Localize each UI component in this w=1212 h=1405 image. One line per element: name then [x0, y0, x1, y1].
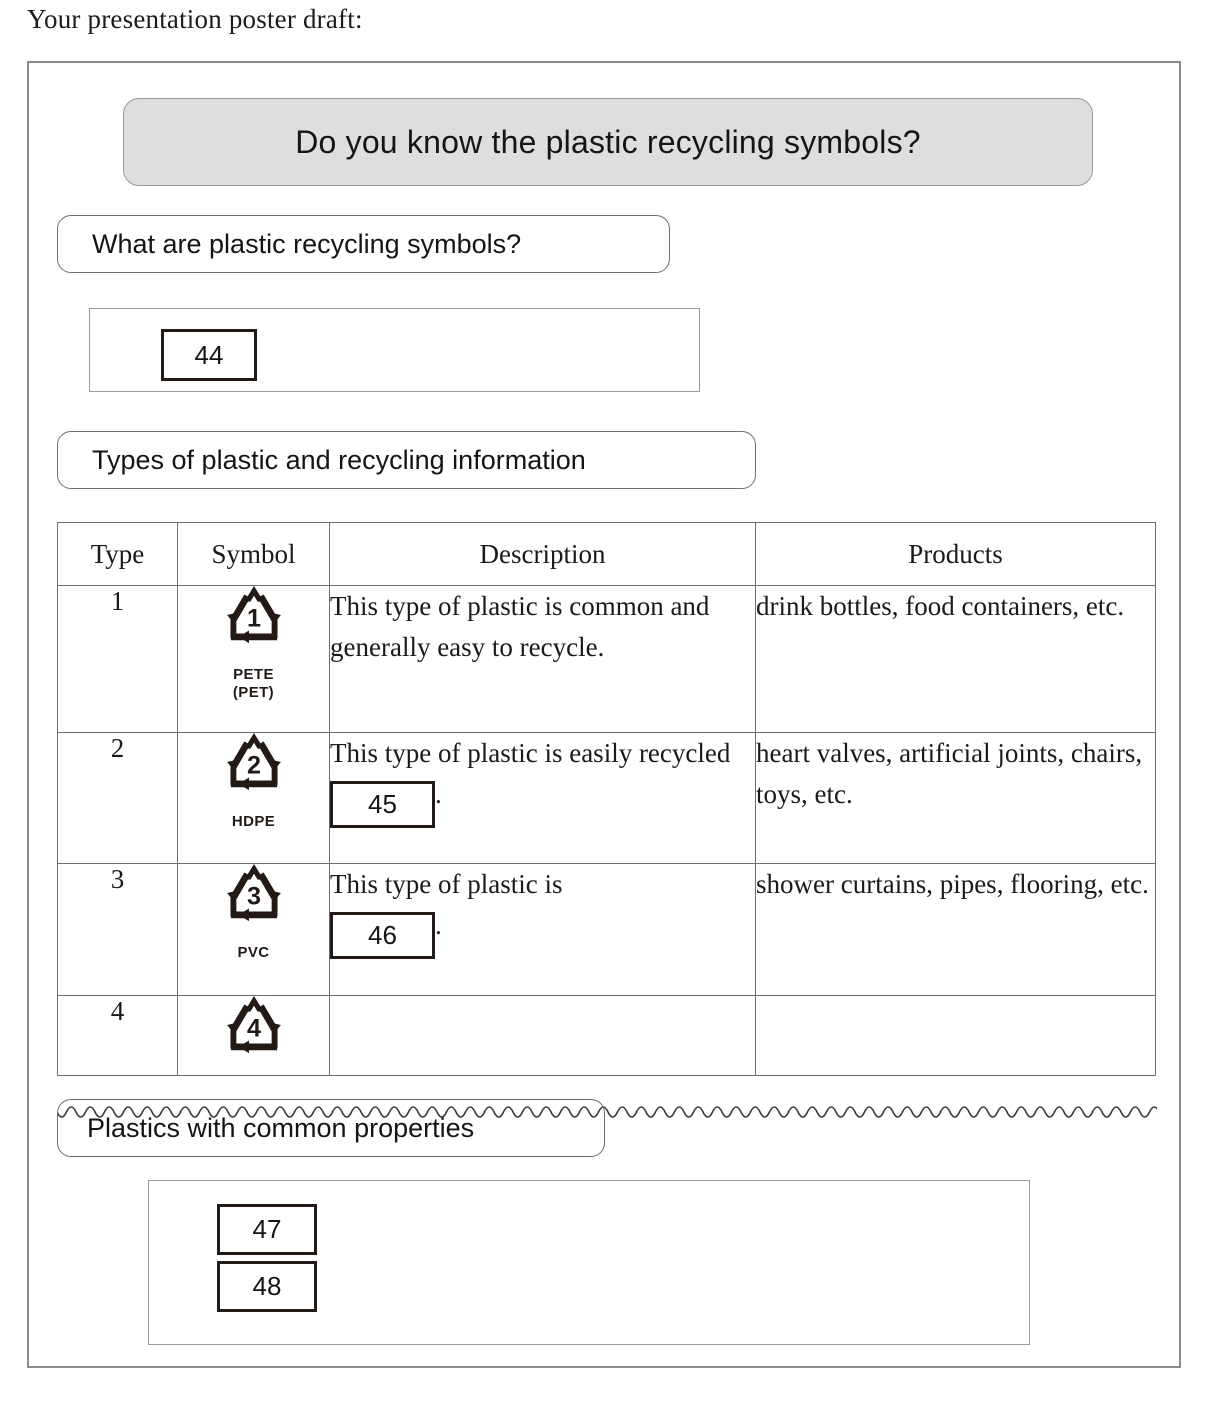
description-period: .	[435, 910, 442, 941]
cell-products: heart valves, artificial joints, chairs,…	[755, 732, 1156, 864]
symbol-code-line1: PETE	[233, 666, 274, 683]
answer-slot-47[interactable]: 47	[217, 1204, 317, 1255]
poster-title-banner: Do you know the plastic recycling symbol…	[123, 98, 1093, 186]
description-text: This type of plastic is	[330, 869, 563, 899]
cell-description: This type of plastic is common and gener…	[329, 585, 756, 733]
answer-slot-44[interactable]: 44	[161, 329, 257, 381]
symbol-code-line2: (PET)	[232, 684, 275, 702]
cell-symbol: 1 PETE (PET)	[177, 585, 330, 733]
torn-edge-mask	[57, 1116, 1157, 1136]
cell-symbol: 3 PVC	[177, 863, 330, 996]
table-row: 3	[57, 863, 1156, 996]
recycling-symbol-icon: 2	[212, 733, 296, 812]
column-header-type: Type	[57, 522, 178, 586]
poster-title-text: Do you know the plastic recycling symbol…	[295, 123, 921, 160]
cell-description: This type of plastic is 46.	[329, 863, 756, 996]
answer-slot-45[interactable]: 45	[330, 781, 435, 829]
cell-description: This type of plastic is easily recycled …	[329, 732, 756, 864]
cell-symbol: 4	[177, 995, 330, 1076]
symbol-code-line1: PVC	[237, 944, 270, 961]
table-row: 2	[57, 732, 1156, 864]
table-row: 4	[57, 995, 1156, 1076]
recycling-symbol-icon: 4	[212, 996, 296, 1075]
cell-type: 1	[57, 585, 178, 733]
answer-slot-46[interactable]: 46	[330, 912, 435, 960]
column-header-symbol: Symbol	[177, 522, 330, 586]
section-heading-common-properties: Plastics with common properties	[57, 1099, 605, 1157]
section-heading-label: Plastics with common properties	[87, 1112, 475, 1143]
section-heading-label: Types of plastic and recycling informati…	[92, 444, 586, 475]
answer-panel-bottom: 47 48	[148, 1180, 1030, 1345]
answer-panel-top: 44	[89, 308, 700, 392]
symbol-number: 1	[246, 604, 260, 632]
column-header-description: Description	[329, 522, 756, 586]
cell-products: shower curtains, pipes, flooring, etc.	[755, 863, 1156, 996]
symbol-code-line1: HDPE	[231, 813, 276, 830]
symbol-number: 2	[246, 751, 260, 779]
symbol-number: 3	[246, 882, 260, 910]
cell-description	[329, 995, 756, 1076]
section-heading-types-of-plastic: Types of plastic and recycling informati…	[57, 431, 756, 489]
table-header-row: Type Symbol Description Products	[57, 522, 1156, 586]
cell-type: 2	[57, 732, 178, 864]
cell-symbol: 2 HDPE	[177, 732, 330, 864]
cell-products	[755, 995, 1156, 1076]
table-row: 1	[57, 585, 1156, 733]
description-text: This type of plastic is common and gener…	[330, 591, 710, 663]
plastics-information-table: Type Symbol Description Products 1	[57, 522, 1156, 1076]
intro-caption: Your presentation poster draft:	[27, 4, 363, 34]
cell-products: drink bottles, food containers, etc.	[755, 585, 1156, 733]
symbol-number: 4	[246, 1014, 260, 1042]
poster-draft-frame: Do you know the plastic recycling symbol…	[27, 61, 1181, 1368]
recycling-symbol-icon: 3	[212, 864, 296, 943]
description-period: .	[435, 779, 442, 810]
cell-type: 3	[57, 863, 178, 996]
section-heading-what-are-symbols: What are plastic recycling symbols?	[57, 215, 670, 273]
section-heading-label: What are plastic recycling symbols?	[92, 228, 522, 259]
column-header-products: Products	[755, 522, 1156, 586]
description-text: This type of plastic is easily recycled	[330, 738, 731, 768]
answer-slot-48[interactable]: 48	[217, 1261, 317, 1312]
cell-type: 4	[57, 995, 178, 1076]
recycling-symbol-icon: 1	[212, 586, 296, 665]
